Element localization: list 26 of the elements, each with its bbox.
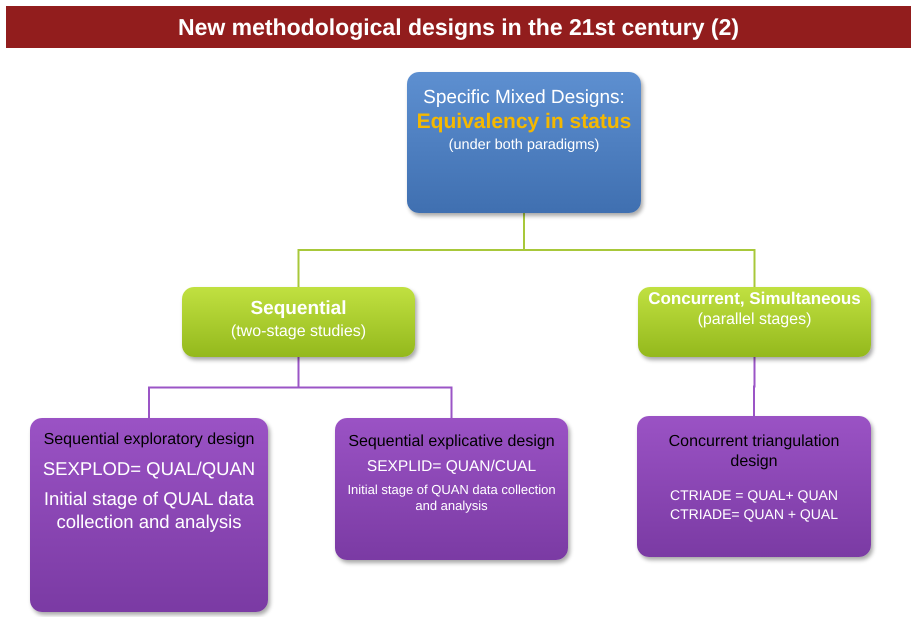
box-heading: Concurrent, Simultaneous <box>648 289 861 310</box>
box-text: CTRIADE = QUAL+ QUAN <box>670 487 838 504</box>
connector-line <box>298 357 452 418</box>
box-text: Equivalency in status <box>416 109 632 135</box>
box-heading: Sequential exploratory design <box>44 430 254 450</box>
explicative-design-box <box>335 418 568 560</box>
title-banner: New methodological designs in the 21st century (2) <box>6 6 911 48</box>
triangulation-design-box <box>637 416 871 557</box>
concurrent-box <box>638 287 871 357</box>
sequential-box <box>182 287 415 357</box>
connector-line <box>753 357 756 416</box>
box-heading: Sequential <box>250 297 347 320</box>
box-text: Initial stage of QUAN data collection and analysis <box>346 482 557 514</box>
exploratory-design-box <box>30 418 268 612</box>
box-heading: Specific Mixed Designs: <box>423 86 625 110</box>
box-heading: Concurrent triangulation design <box>668 432 840 472</box>
box-text: Initial stage of QUAL data collection and analysis <box>42 488 256 534</box>
box-text: CTRIADE= QUAN + QUAL <box>670 506 838 524</box>
box-text: SEXPLID= QUAN/CUAL <box>366 458 536 476</box>
box-text: (parallel stages) <box>698 310 812 330</box>
mixed-designs-box <box>407 72 641 213</box>
box-text: SEXPLOD= QUAL/QUAN <box>42 458 256 480</box>
connector-line <box>523 213 756 287</box>
box-heading: Sequential explicative design <box>348 432 555 452</box>
box-text: (under both paradigms) <box>448 136 600 154</box>
box-text: (two-stage studies) <box>230 322 366 342</box>
